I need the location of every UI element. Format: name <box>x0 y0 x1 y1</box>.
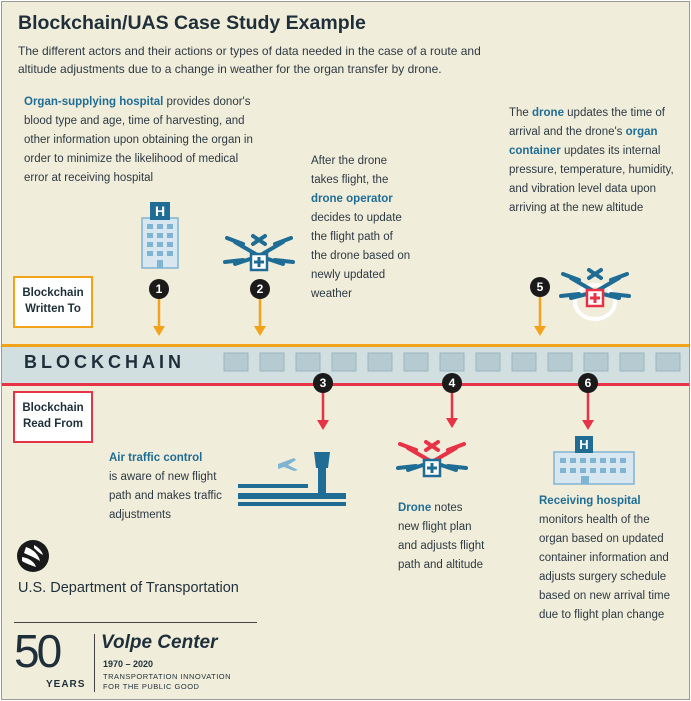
page-subtitle: The different actors and their actions o… <box>18 44 481 76</box>
supplying-hospital-icon: H <box>141 202 179 269</box>
step-5-badge: 5 <box>530 277 550 297</box>
drone-container-icon <box>559 268 631 321</box>
volpe-tagline-2: FOR THE PUBLIC GOOD <box>103 682 200 691</box>
drone-icon <box>396 440 468 478</box>
step-2-intro: After the drone takes flight, the <box>311 155 389 186</box>
blockchain-written-to-label: Blockchain Written To <box>13 276 93 328</box>
step-4-actor: Drone <box>398 502 432 514</box>
dot-logo-icon <box>17 540 49 572</box>
volpe-tagline-1: TRANSPORTATION INNOVATION <box>103 672 232 681</box>
step-6-actor: Receiving hospital <box>539 495 641 507</box>
step-5-description: updates its internal pressure, temperatu… <box>509 145 674 214</box>
blockchain-blocks <box>223 352 681 372</box>
step-4-badge: 4 <box>442 373 462 393</box>
blockchain-title: BLOCKCHAIN <box>24 352 185 372</box>
step-2-description: decides to update the flight path of the… <box>311 212 411 300</box>
air-traffic-control-icon <box>238 452 346 506</box>
step-5-actor: drone <box>532 107 564 119</box>
receiving-hospital-icon: H <box>553 436 635 485</box>
step-1-text: Organ-supplying hospital provides donor'… <box>24 93 256 188</box>
step-4-text: Drone notes new flight plan and adjusts … <box>398 499 486 575</box>
footer-divider <box>14 622 257 623</box>
svg-text:H: H <box>155 203 165 219</box>
step-5-middle: updates the time of arrival and the dron… <box>509 107 665 138</box>
flow-arrows <box>153 297 594 430</box>
step-2-badge: 2 <box>250 279 270 299</box>
anniversary-number: 50 <box>14 625 62 677</box>
step-6-badge: 6 <box>578 373 598 393</box>
step-6-description: monitors health of the organ based on up… <box>539 514 671 621</box>
step-5-text: The drone updates the time of arrival an… <box>509 104 674 218</box>
step-2-actor: drone operator <box>311 193 393 205</box>
drone-operator-icon <box>223 234 295 272</box>
step-2-text: After the drone takes flight, the drone … <box>311 152 411 304</box>
anniversary-years: YEARS <box>46 679 86 690</box>
step-1-badge: 1 <box>149 279 169 299</box>
step-1-actor: Organ-supplying hospital <box>24 96 164 108</box>
svg-text:H: H <box>579 437 588 452</box>
page-title: Blockchain/UAS Case Study Example <box>18 12 366 34</box>
step-3-description: is aware of new flight path and makes tr… <box>109 471 222 521</box>
volpe-year-range: 1970 – 2020 <box>103 659 154 669</box>
step-4-description: notes new flight plan and adjusts flight… <box>398 502 485 571</box>
step-3-text: Air traffic control is aware of new flig… <box>109 449 231 525</box>
blockchain-read-from-label: Blockchain Read From <box>13 391 93 443</box>
step-6-text: Receiving hospital monitors health of th… <box>539 492 679 625</box>
step-5-actor-2: organ container <box>509 126 658 157</box>
volpe-divider <box>94 634 95 692</box>
step-5-intro: The <box>509 107 533 119</box>
department-name: U.S. Department of Transportation <box>18 580 239 596</box>
step-1-description: provides donor's blood type and age, tim… <box>24 96 253 184</box>
volpe-center-logo: Volpe Center <box>101 632 218 653</box>
step-3-badge: 3 <box>313 373 333 393</box>
step-3-actor: Air traffic control <box>109 452 203 464</box>
